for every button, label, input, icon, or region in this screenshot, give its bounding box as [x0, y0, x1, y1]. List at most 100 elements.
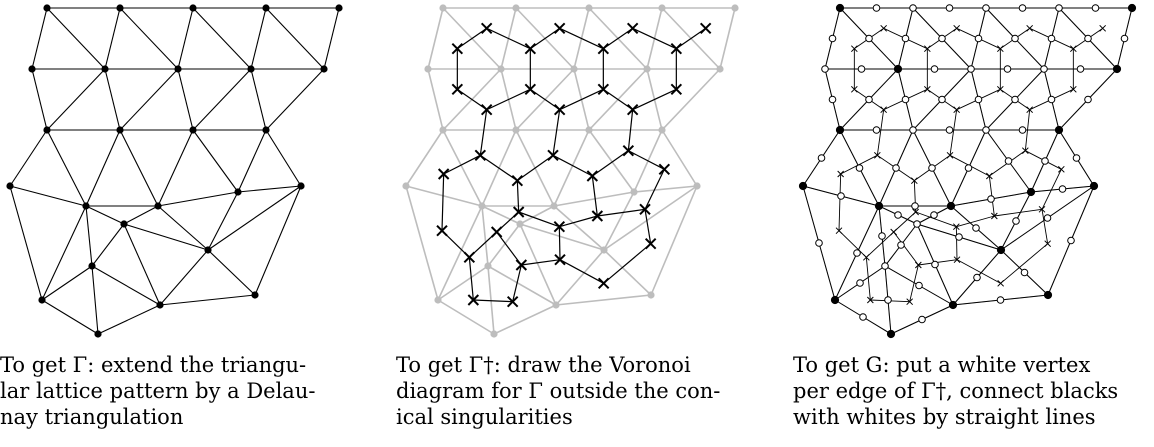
gamma-edge-gray — [487, 265, 495, 335]
g-edge — [970, 38, 979, 70]
small-cross — [906, 298, 914, 306]
white-vertex — [881, 262, 889, 270]
white-vertex — [1047, 95, 1056, 104]
white-vertex — [1084, 95, 1092, 104]
voronoi-edge — [559, 88, 604, 111]
black-vertex — [1127, 3, 1137, 13]
white-vertex — [1047, 34, 1056, 43]
triangulation-edge — [237, 129, 267, 193]
triangulation-edge — [97, 304, 161, 335]
triangulation-edge — [123, 205, 159, 225]
voronoi-vertex-cross — [524, 42, 537, 55]
black-vertex — [154, 202, 162, 210]
white-vertex — [987, 195, 995, 203]
g-edge — [950, 198, 992, 207]
g-edge — [994, 208, 1043, 217]
voronoi-edge — [479, 109, 488, 156]
caption-line: with whites by straight lines — [793, 405, 1096, 429]
white-vertex — [928, 164, 936, 172]
triangulation-edge — [85, 205, 125, 225]
black-vertex — [948, 300, 958, 310]
gamma-edge-gray — [519, 223, 557, 306]
g-edge — [952, 299, 1001, 306]
white-vertex — [964, 164, 973, 172]
gray-vertex — [658, 4, 666, 12]
g-edge — [1008, 160, 1032, 193]
g-edge — [865, 257, 871, 301]
voronoi-vertex-cross — [547, 149, 559, 162]
triangulation-edge — [192, 7, 252, 70]
triangulation-edge — [123, 223, 161, 306]
g-edge — [905, 7, 914, 39]
g-edge — [1047, 185, 1095, 219]
gray-vertex — [434, 296, 442, 304]
g-edge — [985, 99, 1016, 131]
g-edge — [915, 211, 957, 228]
voronoi-vertex-cross — [451, 83, 464, 96]
voronoi-vertex-cross — [490, 226, 503, 238]
small-cross — [953, 256, 961, 264]
small-cross — [835, 227, 843, 235]
black-vertex — [946, 201, 956, 211]
black-vertex — [88, 262, 96, 270]
g-edge — [1024, 109, 1031, 151]
voronoi-edge — [486, 27, 531, 50]
white-vertex — [1011, 95, 1019, 104]
white-vertex — [884, 296, 892, 304]
gamma-edge-gray — [555, 294, 652, 306]
white-vertex — [982, 126, 990, 134]
white-vertex — [1120, 34, 1129, 43]
small-cross — [873, 151, 881, 159]
small-cross — [996, 45, 1004, 53]
voronoi-vertex-cross — [644, 237, 657, 250]
g-edge — [918, 285, 954, 306]
black-vertex — [6, 182, 14, 190]
small-cross — [985, 172, 993, 180]
g-edge — [985, 7, 1016, 39]
g-edge — [1043, 38, 1052, 70]
gamma-edge-gray — [519, 205, 555, 225]
black-vertex — [204, 246, 212, 254]
black-vertex — [262, 126, 270, 134]
white-vertex — [1040, 65, 1048, 73]
white-vertex — [1018, 4, 1027, 12]
small-cross — [996, 85, 1004, 93]
voronoi-edge — [456, 27, 488, 50]
g-edge — [1000, 243, 1048, 284]
g-edge — [838, 173, 842, 231]
g-edge — [838, 230, 867, 258]
voronoi-edge — [628, 150, 665, 170]
white-vertex — [828, 95, 837, 104]
triangulation-edge — [123, 223, 209, 251]
g-edge — [834, 282, 861, 301]
voronoi-vertex-cross — [670, 83, 683, 96]
small-cross — [1057, 165, 1065, 173]
g-edge — [839, 99, 870, 131]
small-cross — [837, 170, 845, 178]
black-vertex — [28, 65, 36, 73]
g-edge — [955, 226, 958, 260]
white-vertex — [901, 34, 910, 43]
g-edge — [912, 99, 943, 131]
g-edge — [868, 38, 899, 70]
voronoi-edge — [644, 209, 652, 244]
voronoi-edge — [552, 154, 593, 177]
voronoi-edge — [597, 208, 646, 217]
g-edge — [1030, 188, 1063, 193]
g-edge — [950, 205, 977, 229]
caption-gamma-dagger: To get Γ†: draw the Voronoi diagram for … — [396, 352, 756, 430]
g-edge — [912, 129, 933, 169]
caption-line: diagram for Γ outside the con- — [396, 379, 721, 403]
white-vertex — [938, 95, 946, 104]
white-vertex — [909, 126, 917, 134]
voronoi-edge — [456, 88, 488, 111]
voronoi-vertex-cross — [597, 42, 610, 55]
triangulation-edge — [9, 129, 48, 187]
voronoi-vertex-cross — [553, 220, 566, 233]
black-vertex — [120, 220, 128, 228]
voronoi-edge — [591, 150, 629, 177]
triangulation-edge — [237, 185, 302, 193]
voronoi-vertex-cross — [511, 174, 524, 187]
g-edge — [956, 215, 995, 228]
g-edge — [897, 68, 906, 100]
